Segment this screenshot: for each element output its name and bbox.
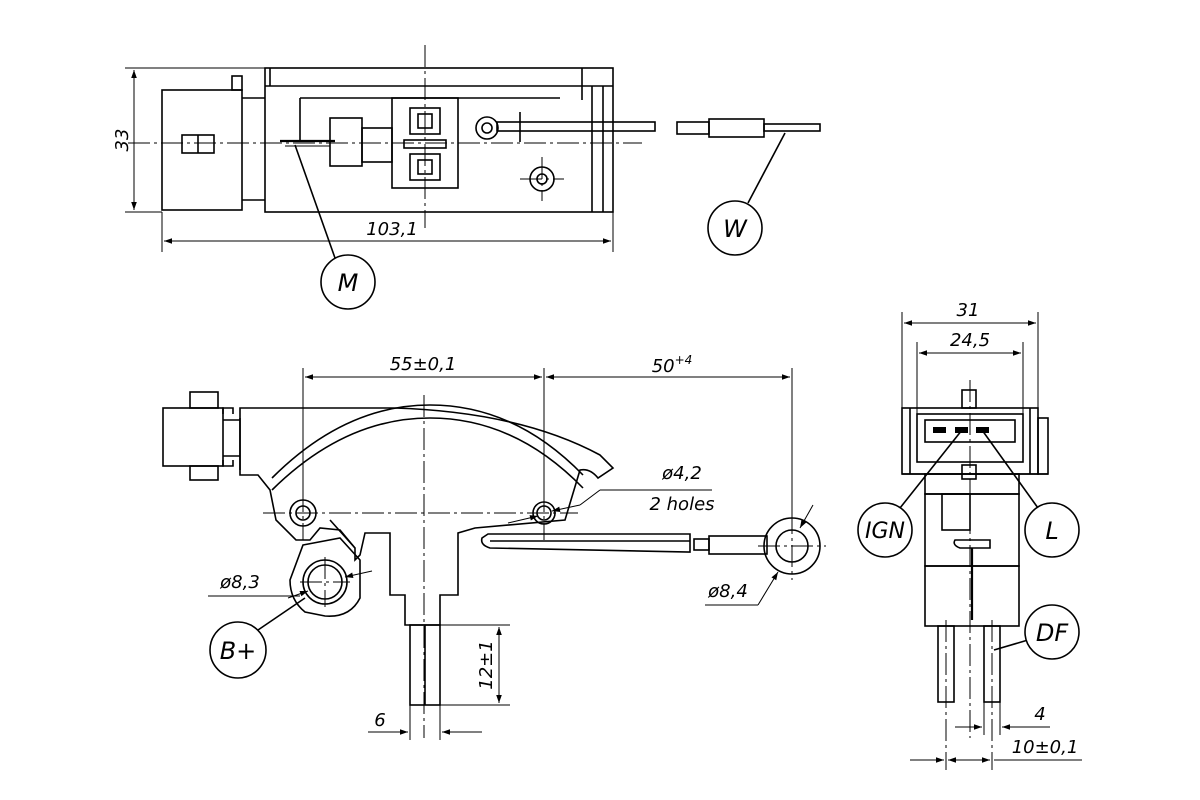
- callout-b: B+: [220, 637, 257, 665]
- dim-pin-len: 12±1: [476, 640, 497, 689]
- dim-ring: ø8,4: [707, 581, 748, 602]
- dim-wire-tol: +4: [675, 353, 693, 367]
- callout-w: W: [723, 215, 748, 243]
- front-view: 55±0,1 50+4 ø4,2 2 holes ø8,3 B+ ø8,4 12…: [162, 353, 826, 740]
- dim-b-hole: ø8,3: [219, 572, 260, 593]
- dim-height: 33: [112, 129, 133, 152]
- dim-pin-span: 10±0,1: [1012, 737, 1079, 758]
- dim-spacing: 55±0,1: [390, 354, 457, 375]
- side-view: 31 24,5 IGN L DF 4 10±0,1: [857, 300, 1082, 770]
- dim-holes: ø4,2: [661, 463, 702, 484]
- callout-m: M: [338, 269, 359, 297]
- callout-df: DF: [1036, 619, 1069, 647]
- dim-pin-gap: 4: [1034, 704, 1045, 725]
- dim-holes-note: 2 holes: [649, 494, 714, 515]
- dim-wire: 50+4: [652, 353, 693, 377]
- dim-length: 103,1: [366, 219, 418, 240]
- callout-ign: IGN: [865, 519, 905, 544]
- dim-pin-width: 6: [374, 710, 385, 731]
- callout-l: L: [1045, 517, 1058, 545]
- dim-inner: 24,5: [950, 330, 990, 351]
- top-view: W 33 103,1 M: [112, 45, 821, 310]
- dim-width: 31: [957, 300, 980, 321]
